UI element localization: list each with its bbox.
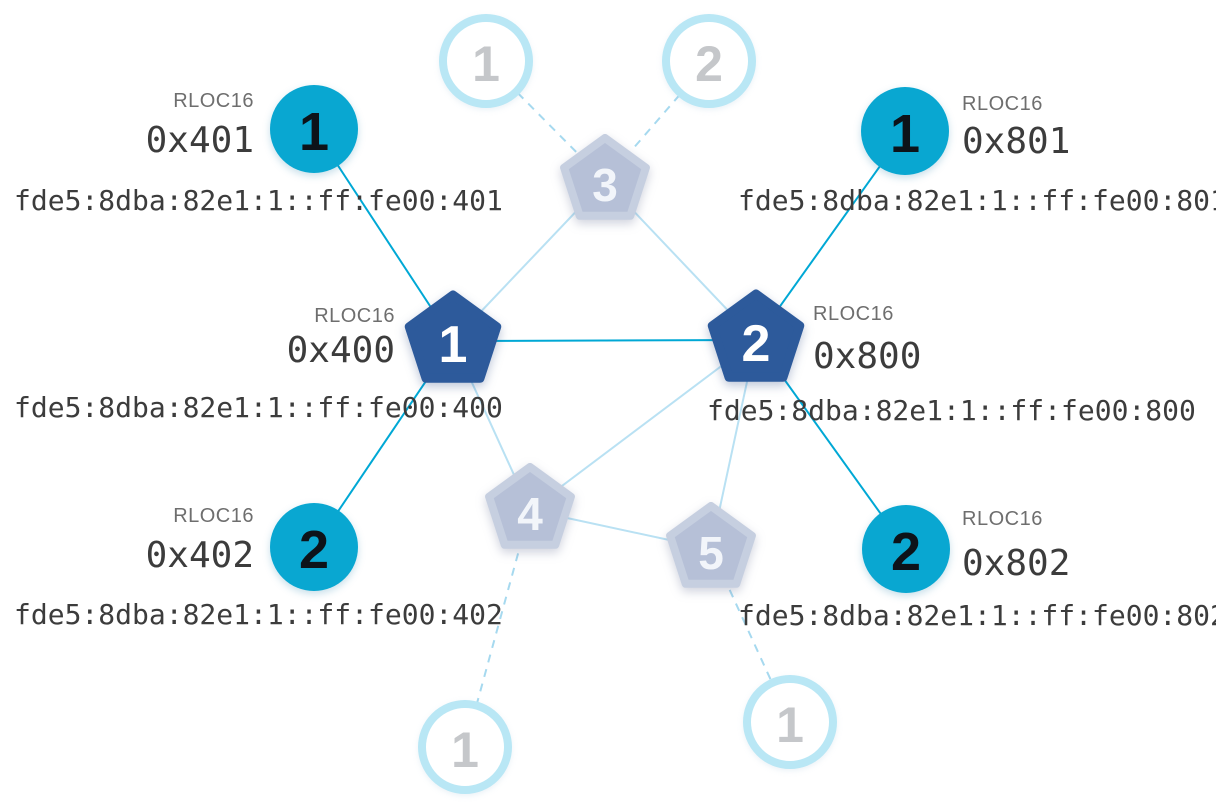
rloc16-value-child-801: 0x801 — [962, 121, 1071, 162]
ipv6-address-router-2: fde5:8dba:82e1:1::ff:fe00:800 — [707, 394, 1196, 427]
faded-child-circle-icon — [662, 14, 756, 108]
node-child-402[interactable]: 2 — [270, 503, 358, 591]
rloc16-caption-router-1: RLOC16 — [314, 305, 395, 327]
rloc16-value-router-2: 0x800 — [813, 336, 922, 377]
faded-child-circle-icon — [439, 14, 533, 108]
node-child-802[interactable]: 2 — [862, 505, 950, 593]
rloc16-caption-child-402: RLOC16 — [173, 505, 254, 527]
ipv6-address-child-402: fde5:8dba:82e1:1::ff:fe00:402 — [14, 598, 503, 631]
rloc16-value-child-802: 0x802 — [962, 543, 1071, 584]
ipv6-address-router-1: fde5:8dba:82e1:1::ff:fe00:400 — [14, 391, 503, 424]
node-ghost-circle-bottom-2[interactable]: 1 — [743, 675, 837, 769]
router-pentagon-icon — [707, 289, 805, 382]
rloc16-caption-child-401: RLOC16 — [173, 90, 254, 112]
node-ghost-circle-top-2[interactable]: 2 — [662, 14, 756, 108]
node-ghost-circle-bottom-1[interactable]: 1 — [418, 700, 512, 794]
node-ghost-router-5[interactable]: 5 — [666, 502, 756, 588]
child-circle-icon — [270, 503, 358, 591]
faded-router-pentagon-icon — [485, 463, 575, 549]
node-ghost-router-4[interactable]: 4 — [485, 463, 575, 549]
rloc16-value-child-402: 0x402 — [145, 535, 254, 576]
link-ghost-router-4-ghost-circle-bottom-1-dashed — [464, 509, 531, 748]
child-circle-icon — [862, 505, 950, 593]
rloc16-caption-child-802: RLOC16 — [962, 508, 1043, 530]
node-child-401[interactable]: 1 — [270, 85, 358, 173]
child-circle-icon — [270, 85, 358, 173]
link-router-2-ghost-router-4 — [529, 339, 757, 511]
rloc16-value-child-401: 0x401 — [145, 120, 254, 161]
faded-child-circle-icon — [418, 700, 512, 794]
router-pentagon-icon — [404, 290, 502, 383]
faded-router-pentagon-icon — [666, 502, 756, 588]
rloc16-caption-child-801: RLOC16 — [962, 93, 1043, 115]
ipv6-address-child-802: fde5:8dba:82e1:1::ff:fe00:802 — [738, 599, 1216, 632]
child-circle-icon — [861, 87, 949, 175]
link-ghost-circle-top-2-ghost-router-3-dashed — [604, 60, 710, 182]
rloc16-caption-router-2: RLOC16 — [813, 303, 894, 325]
link-router-1-router-2 — [452, 339, 757, 342]
faded-child-circle-icon — [743, 675, 837, 769]
node-ghost-router-3[interactable]: 3 — [560, 134, 650, 220]
ipv6-address-child-801: fde5:8dba:82e1:1::ff:fe00:801 — [738, 184, 1216, 217]
node-ghost-circle-top-1[interactable]: 1 — [439, 14, 533, 108]
ipv6-address-child-401: fde5:8dba:82e1:1::ff:fe00:401 — [14, 184, 503, 217]
node-child-801[interactable]: 1 — [861, 87, 949, 175]
rloc16-value-router-1: 0x400 — [286, 330, 395, 371]
faded-router-pentagon-icon — [560, 134, 650, 220]
